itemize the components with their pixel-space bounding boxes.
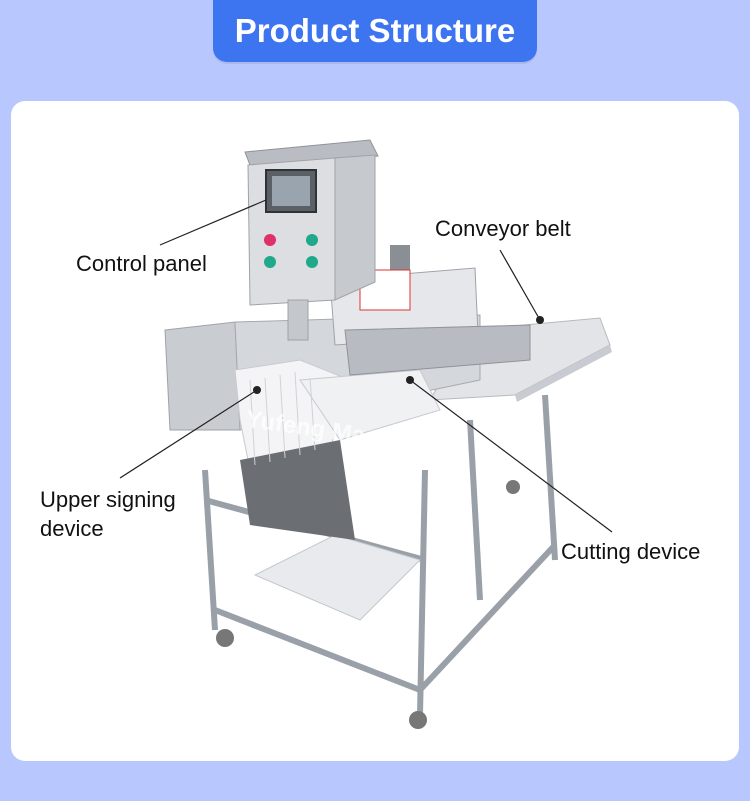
- cutting-device: [329, 245, 531, 376]
- callout-cutting-device: [409, 379, 613, 533]
- wheel: [409, 711, 427, 729]
- upper-signing-device: [234, 359, 441, 540]
- control-button-red: [264, 234, 276, 246]
- wheel: [216, 629, 234, 647]
- callout-upper-signing: [119, 389, 258, 479]
- title-banner: Product Structure: [213, 0, 537, 62]
- callout-control-panel: [159, 199, 267, 246]
- label-conveyor-belt: Conveyor belt: [435, 216, 571, 241]
- wheel: [506, 480, 520, 494]
- machine-body: [164, 321, 241, 431]
- control-button-green: [306, 234, 318, 246]
- label-cutting-device: Cutting device: [561, 539, 701, 564]
- lower-tray: [253, 534, 421, 621]
- control-button-green: [306, 256, 318, 268]
- callout-conveyor-belt: [499, 249, 541, 321]
- label-upper-signing: Upper signing: [40, 487, 176, 512]
- control-panel-box: [244, 139, 379, 341]
- label-control-panel: Control panel: [76, 251, 207, 276]
- control-button-green: [264, 256, 276, 268]
- label-upper-signing-device: device: [40, 516, 104, 541]
- machine-frame: [202, 394, 558, 716]
- page-title: Product Structure: [234, 12, 516, 49]
